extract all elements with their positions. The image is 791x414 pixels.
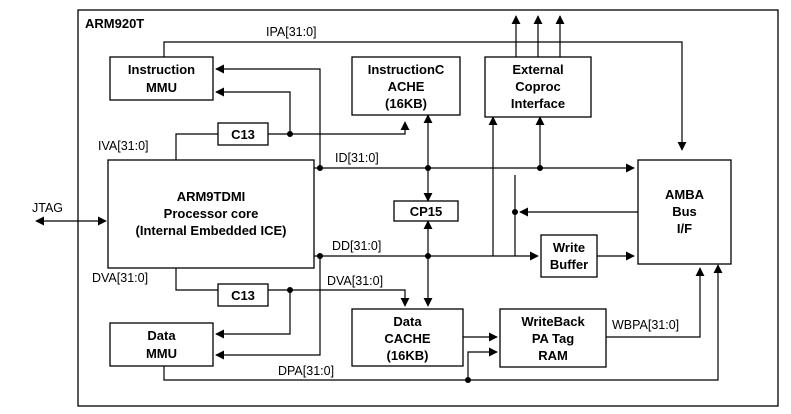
svg-text:(16KB): (16KB) [387, 348, 429, 363]
id-label: ID[31:0] [335, 151, 379, 165]
amba-block: AMBA Bus I/F [637, 159, 732, 265]
svg-text:RAM: RAM [538, 348, 568, 363]
svg-text:CP15: CP15 [410, 204, 443, 219]
instruction-mmu-block: Instruction MMU [109, 56, 214, 101]
dpa-bus [163, 264, 723, 381]
svg-text:AMBA: AMBA [665, 187, 705, 202]
svg-text:C13: C13 [231, 288, 255, 303]
dva-left-label: DVA[31:0] [92, 271, 148, 285]
iva-label: IVA[31:0] [98, 139, 149, 153]
svg-text:Coproc: Coproc [515, 79, 561, 94]
svg-text:Write: Write [553, 240, 585, 255]
svg-text:ACHE: ACHE [388, 79, 425, 94]
outer-frame [77, 9, 779, 407]
dd-label: DD[31:0] [332, 239, 381, 253]
immu-arrow-top [215, 64, 321, 168]
svg-text:External: External [512, 62, 563, 77]
svg-text:(16KB): (16KB) [385, 96, 427, 111]
immu-arrow-bottom [215, 87, 291, 134]
iva-wire [175, 133, 218, 160]
dva-wire-c13-out [268, 289, 410, 307]
svg-text:Processor core: Processor core [164, 206, 259, 221]
svg-text:PA Tag: PA Tag [532, 331, 574, 346]
data-cache-block: Data CACHE (16KB) [351, 308, 464, 367]
dmmu-arrow-top [215, 290, 291, 339]
svg-text:Data: Data [393, 314, 422, 329]
svg-text:(Internal Embedded ICE): (Internal Embedded ICE) [136, 223, 287, 238]
svg-text:Data: Data [147, 328, 176, 343]
svg-text:Bus: Bus [672, 204, 697, 219]
svg-text:WriteBack: WriteBack [521, 314, 585, 329]
dpa-label: DPA[31:0] [278, 364, 334, 378]
dva-wire [175, 268, 218, 291]
svg-text:MMU: MMU [146, 80, 177, 95]
external-coproc-block: External Coproc Interface [484, 56, 592, 118]
cp15-block: CP15 [393, 200, 459, 222]
svg-text:Instruction: Instruction [128, 62, 195, 77]
svg-text:InstructionC: InstructionC [368, 62, 445, 77]
junctions [287, 131, 543, 383]
wires [35, 15, 723, 381]
wbpa-wire [606, 267, 705, 338]
wbpa-label: WBPA[31:0] [612, 318, 679, 332]
jtag-label: JTAG [32, 201, 63, 215]
data-mmu-block: Data MMU [109, 322, 214, 367]
ipa-bus [163, 41, 687, 151]
ipa-label: IPA[31:0] [266, 25, 317, 39]
svg-text:C13: C13 [231, 127, 255, 142]
svg-text:CACHE: CACHE [384, 331, 431, 346]
svg-text:I/F: I/F [677, 221, 692, 236]
chip-title: ARM920T [85, 16, 144, 31]
c13-top-block: C13 [217, 122, 269, 146]
dmmu-arrow-bottom [215, 256, 321, 360]
instruction-cache-block: InstructionC ACHE (16KB) [351, 56, 461, 116]
svg-text:Interface: Interface [511, 96, 565, 111]
iva-wire-c13-out [268, 121, 410, 135]
svg-text:Buffer: Buffer [550, 257, 588, 272]
svg-text:ARM9TDMI: ARM9TDMI [177, 189, 246, 204]
dpa-writeback [467, 347, 498, 380]
processor-core-block: ARM9TDMI Processor core (Internal Embedd… [107, 159, 315, 269]
svg-text:MMU: MMU [146, 346, 177, 361]
c13-bottom-block: C13 [217, 283, 269, 307]
write-buffer-block: Write Buffer [540, 234, 598, 278]
writeback-block: WriteBack PA Tag RAM [499, 308, 607, 368]
dva-right-label: DVA[31:0] [327, 274, 383, 288]
